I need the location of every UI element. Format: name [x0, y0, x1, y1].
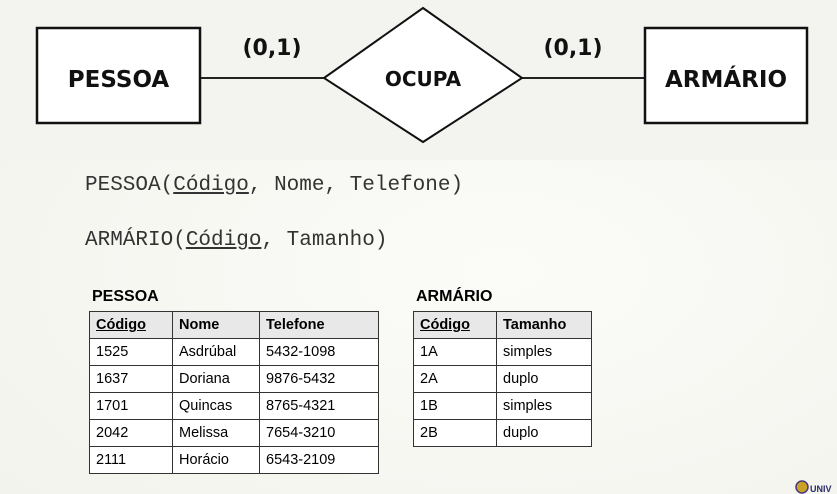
university-logo: UNIV	[795, 480, 832, 494]
schema-armario: ARMÁRIO(Código, Tamanho)	[85, 229, 388, 252]
table-row: 1B simples	[413, 392, 592, 420]
table-cell: simples	[496, 338, 592, 366]
schema-armario-pk: Código	[185, 229, 262, 252]
column-header: Telefone	[259, 311, 379, 339]
er-diagram: PESSOA OCUPA ARMÁRIO (0,1) (0,1)	[35, 6, 809, 144]
table-row: 2042 Melissa 7654-3210	[89, 419, 379, 447]
table-cell: duplo	[496, 419, 592, 447]
armario-table-title: ARMÁRIO	[416, 288, 493, 305]
entity-pessoa-label: PESSOA	[68, 67, 170, 93]
logo-seal-icon	[795, 480, 809, 494]
table-cell: 1701	[89, 392, 173, 420]
cardinality-left: (0,1)	[242, 36, 301, 61]
schema-pessoa: PESSOA(Código, Nome, Telefone)	[85, 174, 464, 197]
pessoa-table-title: PESSOA	[92, 288, 159, 305]
entity-armario-label: ARMÁRIO	[665, 65, 787, 93]
table-cell: 9876-5432	[259, 365, 379, 393]
table-row: 2B duplo	[413, 419, 592, 447]
table-cell: Doriana	[172, 365, 260, 393]
table-cell: 2B	[413, 419, 497, 447]
table-cell: Melissa	[172, 419, 260, 447]
logo-text: UNIV	[810, 484, 832, 494]
cardinality-right: (0,1)	[543, 36, 602, 61]
entity-armario-box	[643, 26, 809, 125]
table-row: 1A simples	[413, 338, 592, 366]
table-cell: 6543-2109	[259, 446, 379, 474]
table-cell: 8765-4321	[259, 392, 379, 420]
table-cell: 2111	[89, 446, 173, 474]
table-cell: Quincas	[172, 392, 260, 420]
table-cell: Horácio	[172, 446, 260, 474]
table-cell: simples	[496, 392, 592, 420]
schema-armario-name: ARMÁRIO	[85, 229, 174, 252]
table-cell: 5432-1098	[259, 338, 379, 366]
table-header-row: Código Tamanho	[413, 311, 592, 339]
schema-armario-rest: , Tamanho)	[261, 229, 388, 252]
table-row: 2A duplo	[413, 365, 592, 393]
table-cell: Asdrúbal	[172, 338, 260, 366]
table-cell: 1637	[89, 365, 173, 393]
table-row: 1637 Doriana 9876-5432	[89, 365, 379, 393]
entity-pessoa-box	[35, 26, 202, 125]
relationship-ocupa-label: OCUPA	[385, 67, 462, 91]
column-header: Código	[89, 311, 173, 339]
table-cell: 7654-3210	[259, 419, 379, 447]
column-header: Tamanho	[496, 311, 592, 339]
table-row: 2111 Horácio 6543-2109	[89, 446, 379, 474]
table-cell: 2042	[89, 419, 173, 447]
column-header: Nome	[172, 311, 260, 339]
table-cell: duplo	[496, 365, 592, 393]
armario-table: Código Tamanho 1A simples 2A duplo 1B si…	[413, 311, 592, 447]
table-row: 1701 Quincas 8765-4321	[89, 392, 379, 420]
relationship-ocupa-diamond	[322, 6, 524, 144]
table-cell: 1B	[413, 392, 497, 420]
table-header-row: Código Nome Telefone	[89, 311, 379, 339]
schema-pessoa-name: PESSOA	[85, 174, 161, 197]
schema-pessoa-pk: Código	[173, 174, 249, 197]
pessoa-table: Código Nome Telefone 1525 Asdrúbal 5432-…	[89, 311, 379, 474]
table-row: 1525 Asdrúbal 5432-1098	[89, 338, 379, 366]
column-header: Código	[413, 311, 497, 339]
table-cell: 2A	[413, 365, 497, 393]
schema-pessoa-rest: , Nome, Telefone)	[248, 174, 464, 197]
table-cell: 1A	[413, 338, 497, 366]
table-cell: 1525	[89, 338, 173, 366]
